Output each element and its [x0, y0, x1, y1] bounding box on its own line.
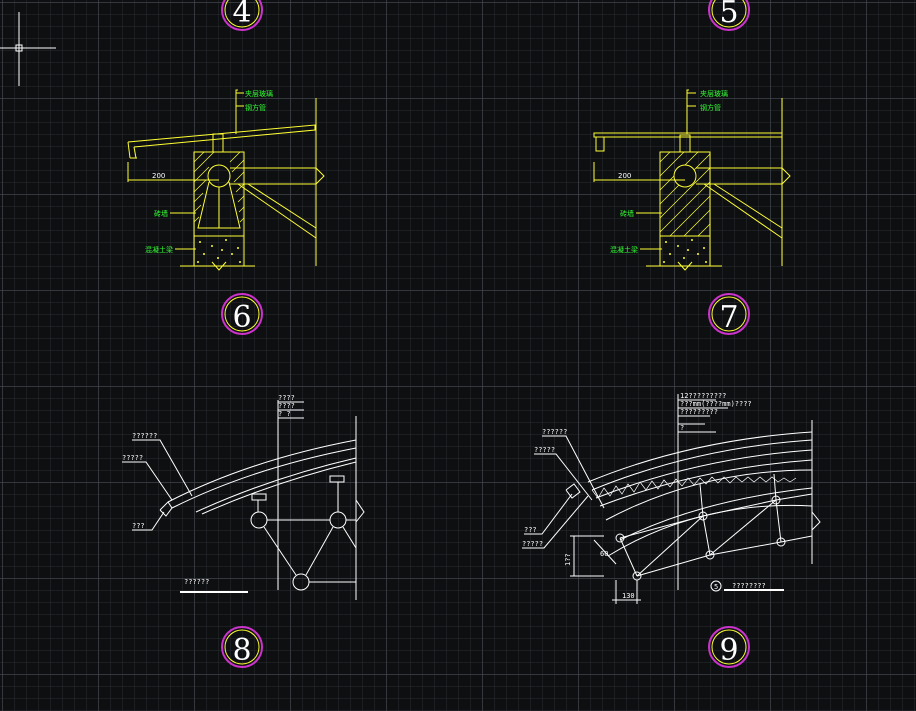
- detail-9-drawing[interactable]: [522, 394, 821, 604]
- detail-number-6: 6: [232, 300, 251, 335]
- detail-number-7: 7: [719, 300, 738, 335]
- detail-marker-7: 7: [708, 293, 750, 335]
- detail-8-title: ??????: [184, 578, 209, 586]
- detail-9-left-label-2: ?????: [534, 446, 555, 454]
- detail-number-9: 9: [719, 633, 738, 668]
- detail-7-label-glass: 夹层玻璃: [700, 89, 728, 98]
- detail-8-right-label-2: ????: [278, 402, 295, 410]
- detail-marker-5: 5: [708, 0, 750, 31]
- section-marker-5: 5: [710, 580, 722, 592]
- detail-9-right-label-3: ?????????: [680, 408, 718, 416]
- detail-8-right-label-1: ????: [278, 394, 295, 402]
- detail-6-label-concrete: 混凝土梁: [145, 245, 173, 254]
- detail-9-dimension-2: 60: [600, 550, 608, 558]
- detail-7-label-wall: 砖墙: [620, 209, 634, 218]
- crosshair-cursor-icon: [0, 12, 56, 86]
- detail-9-left-label-4: ?????: [522, 540, 543, 548]
- detail-8-left-label-2: ?????: [122, 454, 143, 462]
- detail-8-left-label-3: ???: [132, 522, 145, 530]
- detail-8-right-label-3: ? ?: [278, 410, 291, 418]
- detail-marker-4: 4: [221, 0, 263, 31]
- detail-7-label-concrete: 混凝土梁: [610, 245, 638, 254]
- detail-6-label-wall: 砖墙: [154, 209, 168, 218]
- detail-7-drawing[interactable]: [593, 89, 791, 271]
- detail-9-left-label-3: ???: [524, 526, 537, 534]
- detail-number-5: 5: [719, 0, 738, 30]
- detail-number-8: 8: [232, 633, 251, 668]
- detail-8-left-label-1: ??????: [132, 432, 157, 440]
- detail-9-right-label-1: 12?????????: [680, 392, 726, 400]
- detail-9-title: ????????: [732, 582, 766, 590]
- detail-6-drawing[interactable]: [127, 89, 325, 271]
- detail-marker-6: 6: [221, 293, 263, 335]
- detail-9-right-label-2: ???mm(????mm)????: [680, 400, 752, 408]
- detail-number-4: 4: [232, 0, 251, 30]
- detail-7-dimension: 200: [618, 172, 631, 180]
- detail-8-drawing[interactable]: [122, 400, 365, 600]
- detail-9-dimension-3: 130: [622, 592, 635, 600]
- detail-9-dimension-1: 1??: [564, 553, 572, 566]
- detail-marker-8: 8: [221, 626, 263, 668]
- detail-9-right-label-4: ?: [680, 424, 684, 432]
- section-marker-number: 5: [714, 583, 718, 591]
- detail-marker-9: 9: [708, 626, 750, 668]
- detail-6-label-glass: 夹层玻璃: [245, 89, 273, 98]
- detail-7-label-steel: 钢方管: [700, 103, 721, 112]
- detail-9-left-label-1: ??????: [542, 428, 567, 436]
- detail-6-label-steel: 钢方管: [245, 103, 266, 112]
- detail-6-dimension: 200: [152, 172, 165, 180]
